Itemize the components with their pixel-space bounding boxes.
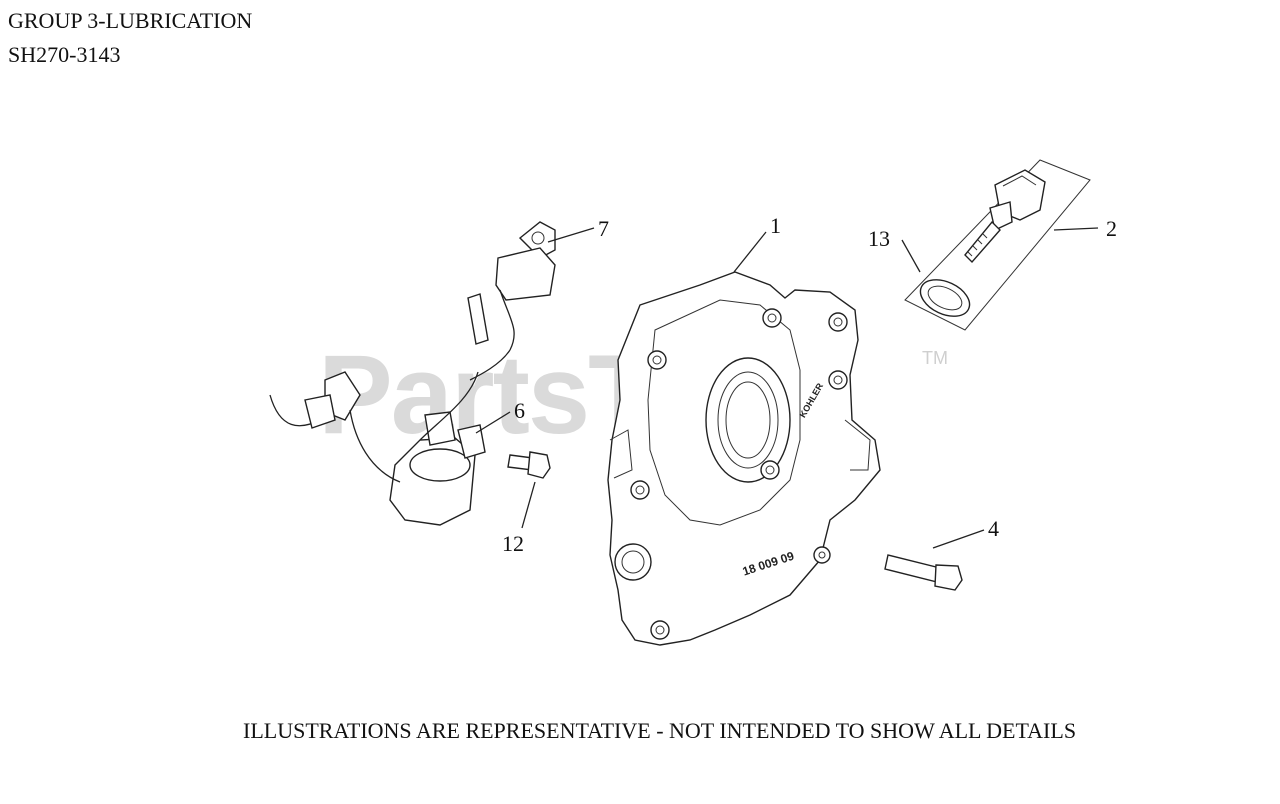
callout-7: 7: [598, 216, 609, 241]
callout-13: 13: [868, 226, 890, 251]
part-oil-sensor[interactable]: [269, 371, 486, 526]
leader-7: [547, 227, 595, 243]
part-connector-bracket[interactable]: [467, 221, 556, 381]
leader-6: [475, 411, 511, 434]
callout-12: 12: [502, 531, 524, 556]
part-dipstick[interactable]: [904, 159, 1091, 331]
leader-12: [521, 481, 536, 529]
leader-1: [733, 231, 767, 273]
trademark-mark: TM: [922, 348, 948, 368]
callout-6: 6: [514, 398, 525, 423]
model-number: SH270-3143: [8, 42, 121, 67]
callout-4: 4: [988, 516, 999, 541]
callout-2: 2: [1106, 216, 1117, 241]
disclaimer-text: ILLUSTRATIONS ARE REPRESENTATIVE - NOT I…: [243, 718, 1077, 743]
leader-4: [932, 529, 985, 549]
leader-2: [1053, 227, 1099, 231]
part-o-ring[interactable]: [915, 273, 976, 324]
part-crankcase-cover[interactable]: KOHLER 18 009 09: [607, 271, 881, 646]
part-flange-bolt-4[interactable]: [884, 554, 963, 591]
leader-13: [901, 239, 921, 273]
part-flange-bolt-12[interactable]: [507, 451, 551, 479]
callout-1: 1: [770, 213, 781, 238]
page-title: GROUP 3-LUBRICATION: [8, 8, 253, 33]
